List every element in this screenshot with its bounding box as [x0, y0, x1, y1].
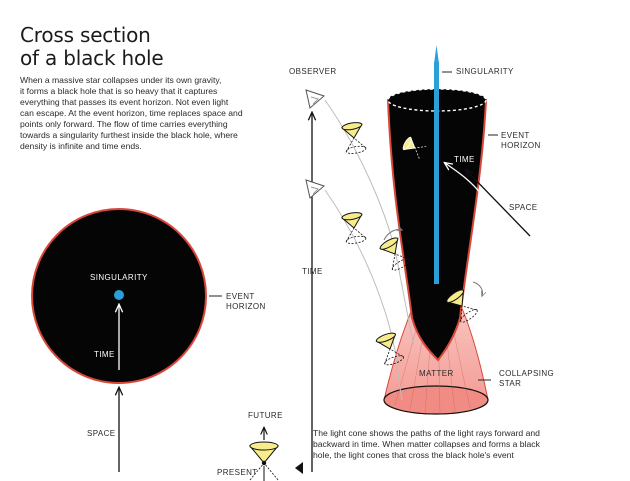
light-cone-icon: [375, 332, 404, 366]
right-time-inside-label: TIME: [454, 155, 475, 164]
star-base-ellipse: [383, 385, 489, 415]
caption-line: hole, the light cones that cross the bla…: [313, 450, 514, 460]
space-diagonal-arrow: [466, 170, 531, 237]
title-line-1: Cross section: [20, 23, 151, 47]
page-title: Cross section of a black hole: [20, 24, 250, 70]
right-event-horizon-line: EVENT: [501, 131, 530, 140]
left-time-label: TIME: [94, 350, 115, 359]
legend-light-cone: [248, 428, 280, 481]
intro-line: everything that passes its event horizon…: [20, 97, 229, 107]
left-event-horizon-line: EVENT: [226, 292, 255, 301]
collapsing-star-line: COLLAPSING: [499, 369, 555, 378]
title-line-2: of a black hole: [20, 46, 164, 70]
left-event-horizon-label: EVENT HORIZON: [226, 292, 266, 312]
light-cone-icon: [340, 212, 367, 244]
light-cone-icon: [340, 122, 367, 154]
matter-label: MATTER: [419, 369, 454, 378]
right-event-horizon-label: EVENT HORIZON: [501, 131, 541, 151]
caption-pointer-icon: [295, 462, 303, 474]
right-spacetime-diagram: [305, 45, 531, 472]
observer-icon: [305, 179, 325, 199]
left-space-label: SPACE: [87, 429, 116, 438]
intro-paragraph: When a massive star collapses under its …: [20, 75, 270, 152]
present-label: PRESENT: [217, 468, 258, 477]
light-cone-caption: The light cone shows the paths of the li…: [313, 428, 563, 461]
singularity-tip: [434, 45, 439, 64]
caption-line: backward in time. When matter collapses …: [313, 439, 540, 449]
intro-line: towards a singularity furthest inside th…: [20, 130, 238, 140]
caption-line: The light cone shows the paths of the li…: [313, 428, 540, 438]
intro-line: can escape. At the event horizon, time r…: [20, 108, 243, 118]
right-space-label: SPACE: [509, 203, 538, 212]
light-cone-icon: [402, 136, 427, 159]
rotation-arrow: [472, 281, 483, 296]
intro-line: points only forward. The flow of time ca…: [20, 119, 228, 129]
singularity-dot: [114, 290, 124, 300]
future-label: FUTURE: [248, 411, 283, 420]
observer-icon: [305, 89, 325, 109]
singularity-line: [434, 62, 439, 284]
left-singularity-label: SINGULARITY: [90, 273, 148, 282]
observer-label: OBSERVER: [289, 67, 337, 76]
rotation-arrow: [383, 229, 402, 241]
right-event-horizon-line: HORIZON: [501, 141, 541, 150]
time-inside-arrow: [445, 163, 483, 196]
left-event-horizon-line: HORIZON: [226, 302, 266, 311]
collapsing-star-line: STAR: [499, 379, 522, 388]
intro-line: it forms a black hole that is so heavy t…: [20, 86, 218, 96]
collapsing-star-label: COLLAPSING STAR: [499, 369, 554, 389]
intro-line: When a massive star collapses under its …: [20, 75, 222, 85]
right-singularity-label: SINGULARITY: [456, 67, 514, 76]
time-axis-label: TIME: [302, 267, 323, 276]
light-cone-icon: [445, 289, 478, 323]
observer-worldline-2: [324, 189, 403, 401]
left-cross-section: [31, 208, 222, 472]
light-cone-icon: [379, 237, 411, 271]
intro-line: density is infinite and time ends.: [20, 141, 142, 151]
